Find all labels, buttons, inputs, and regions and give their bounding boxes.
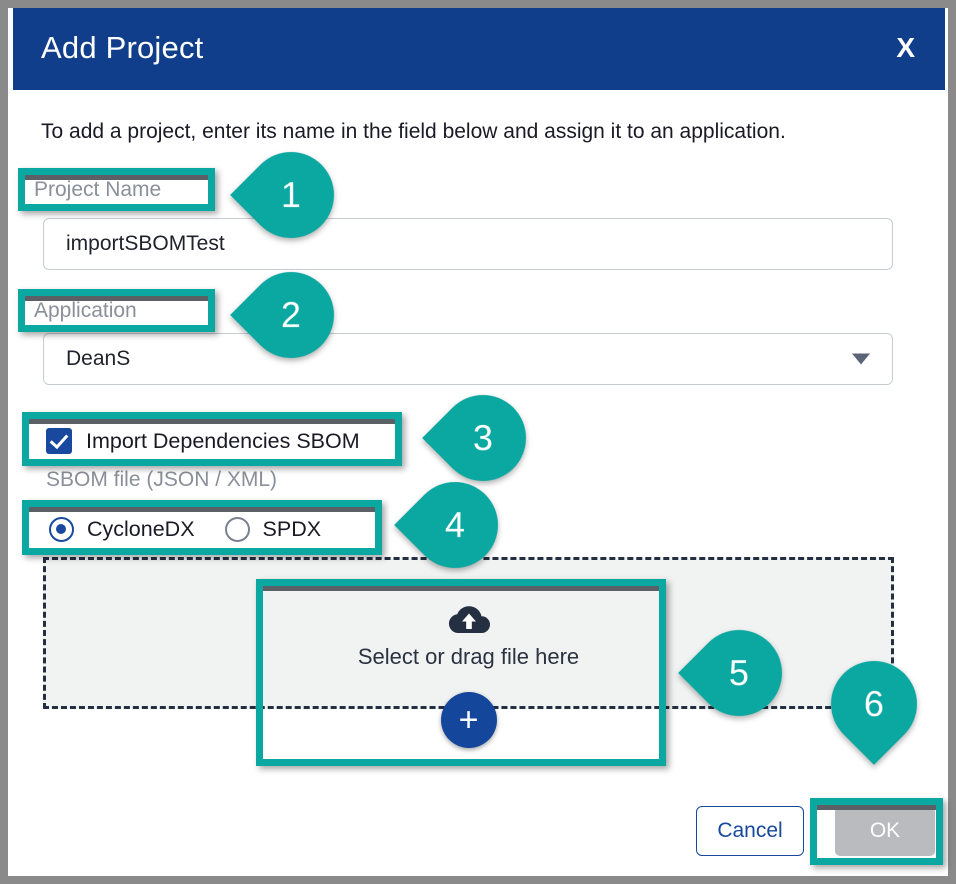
project-name-input[interactable]: importSBOMTest [43, 218, 893, 270]
callout-marker-2: 2 [230, 254, 352, 376]
cancel-button[interactable]: Cancel [696, 806, 804, 856]
cloud-upload-icon [448, 606, 490, 633]
project-name-value: importSBOMTest [66, 232, 225, 255]
radio-unselected-icon [224, 516, 250, 542]
radio-selected-icon [49, 516, 74, 542]
radio-label-cyclonedx: CycloneDX [87, 516, 195, 541]
dialog-description: To add a project, enter its name in the … [41, 120, 786, 143]
dropzone-text: Select or drag file here [357, 644, 580, 669]
checkbox-checked-icon [46, 428, 72, 454]
import-dependencies-label: Import Dependencies SBOM [86, 428, 360, 453]
add-file-button[interactable]: + [440, 692, 497, 748]
ok-button[interactable]: OK [835, 806, 935, 856]
callout-marker-6: 6 [813, 643, 935, 765]
radio-option-cyclonedx[interactable]: CycloneDX [49, 516, 195, 542]
sbom-file-label: SBOM file (JSON / XML) [46, 468, 278, 491]
add-project-dialog: Add Project X To add a project, enter it… [13, 8, 945, 868]
application-select[interactable]: DeanS [43, 333, 893, 385]
callout-marker-4: 4 [394, 464, 516, 586]
callout-number-2: 2 [280, 294, 302, 335]
sbom-format-radios: CycloneDX SPDX [49, 513, 321, 545]
close-icon[interactable]: X [896, 32, 915, 63]
chevron-down-icon [852, 353, 870, 365]
callout-number-6: 6 [863, 683, 885, 724]
application-value: DeanS [66, 347, 131, 370]
callout-marker-1: 1 [230, 134, 352, 256]
dialog-titlebar: Add Project X [13, 8, 945, 90]
radio-option-spdx[interactable]: SPDX [224, 516, 322, 542]
dialog-title: Add Project [41, 30, 204, 65]
callout-number-3: 3 [472, 417, 494, 458]
callout-marker-3: 3 [422, 377, 544, 499]
callout-marker-5: 5 [678, 612, 800, 734]
radio-label-spdx: SPDX [262, 516, 322, 541]
callout-number-5: 5 [728, 652, 750, 693]
callout-number-1: 1 [280, 174, 302, 215]
callout-number-4: 4 [444, 504, 466, 545]
import-dependencies-checkbox[interactable]: Import Dependencies SBOM [46, 425, 360, 457]
